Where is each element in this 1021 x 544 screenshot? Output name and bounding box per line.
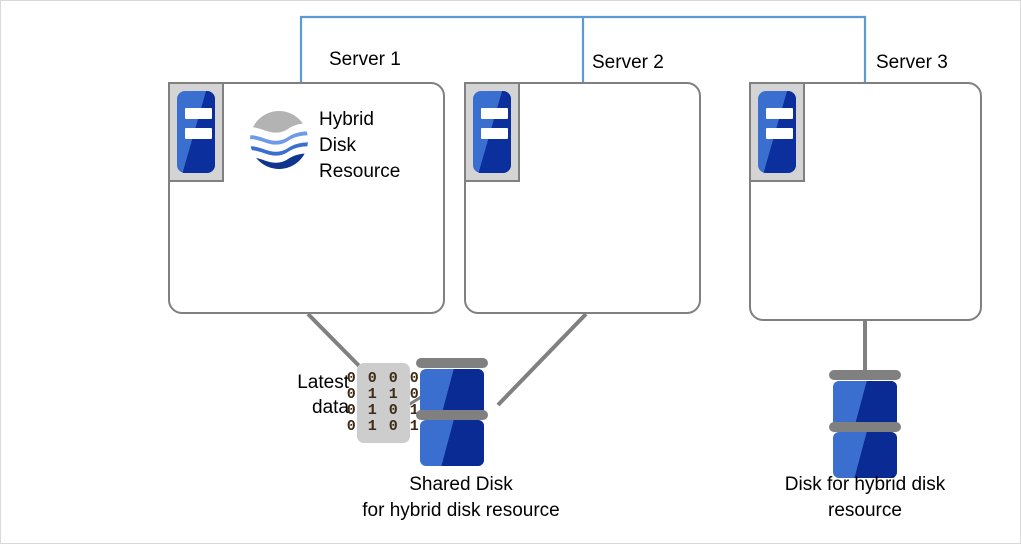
chip-bit-row: 0 1 0 1 [346,402,421,419]
connector-server2-shared-disk [496,312,588,407]
disk-slab-lower [420,420,484,466]
server-chassis [473,91,511,173]
server-chassis [758,91,796,173]
server-slot-bar-1 [481,108,508,119]
server-slot-bar-1 [185,108,212,119]
disk-slab-upper [833,381,897,427]
disk-platter-top [829,370,901,380]
disk-stack-icon-hybrid [829,370,901,478]
disk-slab-upper [420,369,484,415]
disk-slab-lower [833,432,897,478]
disk-platter-middle [829,422,901,432]
server-label-1: Server 1 [329,49,401,70]
server-slot-bar-2 [481,128,508,139]
disk-platter-middle [416,410,488,420]
server-slot-bar-2 [766,128,793,139]
server-slot-bar-2 [185,128,212,139]
server-chassis [177,91,215,173]
disk-platter-top [416,358,488,368]
latest-data-chip: 0 0 0 0 0 1 1 0 0 1 0 1 0 1 0 1 [347,363,419,443]
server-machine-icon [464,82,520,182]
server-label-3: Server 3 [876,52,948,73]
chip-bit-row: 0 0 0 0 [346,370,421,387]
hybrid-disk-resource-logo [248,109,310,171]
server-machine-icon [168,82,224,182]
server-machine-icon [749,82,805,182]
server-label-2: Server 2 [592,52,664,73]
network-bus [299,15,867,83]
chip-bit-row: 0 1 1 0 [346,386,421,403]
server-slot-bar-1 [766,108,793,119]
chip-bit-row: 0 1 0 1 [346,418,421,435]
disk-stack-icon-shared [416,358,488,466]
